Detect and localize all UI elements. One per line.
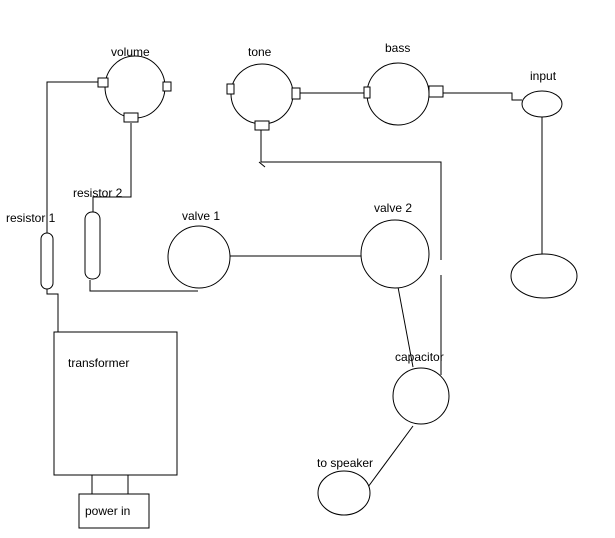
input-label: input	[530, 69, 557, 83]
input-jack	[521, 90, 563, 118]
capacitor-label: capacitor	[395, 350, 444, 364]
resistor-1-label: resistor 1	[6, 211, 56, 225]
bass-pot	[366, 62, 430, 126]
valve-2	[360, 219, 430, 289]
resistor-2-label: resistor 2	[73, 186, 123, 200]
wire-volume-to-resistor2	[92, 123, 132, 212]
resistor-2	[84, 211, 101, 280]
tone-label: tone	[248, 45, 272, 59]
wire-volume-to-resistor1	[46, 81, 103, 233]
tone-left-terminal-icon	[226, 83, 235, 95]
wire-resistor2-to-valve1	[89, 280, 198, 292]
wire-tone-tick	[258, 161, 266, 168]
valve-2-label: valve 2	[374, 201, 412, 215]
volume-pot	[104, 55, 166, 119]
wire-tone-to-capacitor	[260, 130, 442, 260]
wire-resistor1-to-transformer	[46, 289, 59, 332]
power-in-label: power in	[85, 504, 130, 518]
speaker-jack	[317, 470, 371, 516]
to-speaker-label: to speaker	[317, 456, 373, 470]
tone-pot	[230, 63, 294, 125]
volume-bottom-terminal-icon	[123, 112, 139, 123]
bass-left-terminal-icon	[363, 86, 371, 99]
volume-label: volume	[111, 45, 150, 59]
volume-left-terminal-icon	[97, 77, 109, 88]
wire-capacitor-to-speaker	[367, 425, 414, 488]
wires	[46, 81, 543, 494]
input-jack-lower	[510, 253, 578, 299]
valve-1-label: valve 1	[182, 209, 220, 223]
bass-right-terminal-icon	[428, 85, 444, 98]
tone-right-terminal-icon	[291, 87, 301, 100]
power-in-box	[78, 493, 150, 529]
wire-valve2-to-capacitor	[397, 286, 414, 368]
tone-bottom-terminal-icon	[254, 120, 270, 131]
wire-bass-to-input	[443, 92, 522, 101]
valve-1	[167, 225, 231, 289]
transformer-label: transformer	[68, 356, 129, 370]
transformer-box	[53, 331, 178, 476]
volume-right-terminal-icon	[162, 81, 172, 92]
bass-label: bass	[385, 41, 410, 55]
capacitor	[392, 367, 450, 425]
resistor-1	[40, 232, 54, 290]
